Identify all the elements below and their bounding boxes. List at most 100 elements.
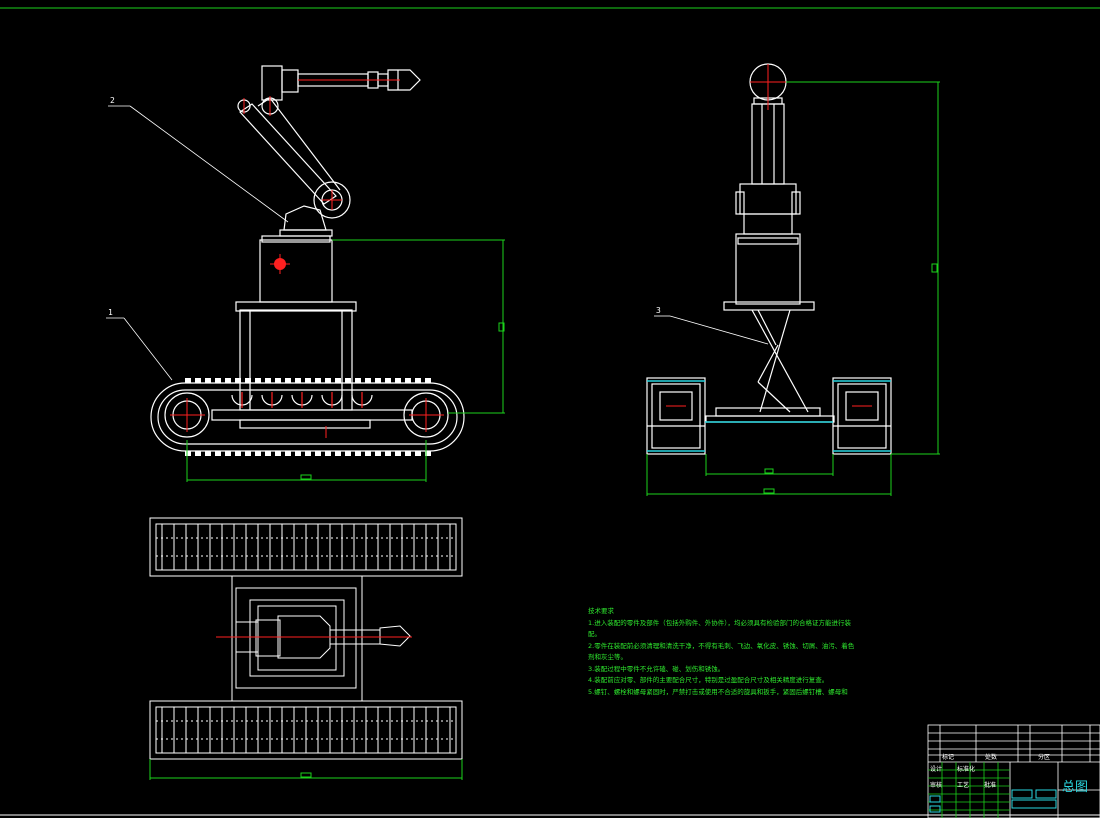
- track-tooth: [225, 451, 231, 456]
- track-tooth: [235, 451, 241, 456]
- top-view: [149, 517, 463, 760]
- track-tooth: [285, 451, 291, 456]
- track-tooth: [345, 451, 351, 456]
- track-tooth: [245, 451, 251, 456]
- track-tooth: [365, 378, 371, 383]
- callout-1: 1: [108, 308, 113, 317]
- track-tooth: [385, 378, 391, 383]
- front-centerlines: [170, 79, 444, 438]
- track-tooth: [275, 451, 281, 456]
- note-line: 技术要求: [588, 607, 614, 615]
- lower-arm: [239, 103, 337, 205]
- callout-3: 3: [656, 306, 661, 315]
- track-tooth: [325, 378, 331, 383]
- track-tooth: [245, 378, 251, 383]
- callout-2: 2: [110, 96, 115, 105]
- track-tooth: [195, 451, 201, 456]
- track-tooth: [335, 451, 341, 456]
- track-tooth: [365, 451, 371, 456]
- track-tooth: [315, 378, 321, 383]
- drawing-title: 总图: [1062, 780, 1089, 795]
- track-tooth: [295, 451, 301, 456]
- technical-notes: 技术要求 1.进入装配的零件及部件（包括外购件、外协件），均必须具有检验部门的合…: [588, 606, 855, 698]
- note-line: 剂和灰尘等。: [588, 653, 627, 661]
- wheel-front: [403, 392, 449, 438]
- tb-cell-process: 工艺: [957, 782, 970, 789]
- track-tooth: [305, 451, 311, 456]
- track-tooth: [205, 378, 211, 383]
- track-tooth: [215, 451, 221, 456]
- gripper: [387, 69, 421, 91]
- upper-arm: [281, 69, 299, 93]
- note-line: 配。: [588, 630, 601, 638]
- track-tooth: [265, 378, 271, 383]
- track-tooth: [285, 378, 291, 383]
- title-block-grid: [928, 762, 1010, 818]
- note-line: 5.螺钉、螺栓和螺母紧固时，严禁打击或使用不合适的旋具和扳手，紧固后螺钉槽、螺母…: [588, 687, 848, 696]
- top-body: [231, 575, 363, 702]
- side-dimensions: [646, 81, 940, 496]
- title-block-accent: [929, 789, 1057, 813]
- track-tooth: [405, 451, 411, 456]
- column-frame: [239, 309, 353, 411]
- track-tooth: [275, 378, 281, 383]
- track-tooth: [395, 451, 401, 456]
- tb-cell-mark: 标记: [942, 754, 955, 761]
- tb-cell-review: 审核: [930, 782, 943, 789]
- track-tooth: [375, 378, 381, 383]
- track-tooth: [315, 451, 321, 456]
- front-leaders: [106, 105, 289, 381]
- track-tooth: [265, 451, 271, 456]
- tb-cell-standard: 标准化: [957, 766, 976, 773]
- note-line: 3.装配过程中零件不允许磕、碰、划伤和锈蚀。: [588, 664, 725, 673]
- track-tooth: [395, 378, 401, 383]
- side-base-cylinder: [735, 233, 801, 305]
- track-tooth: [235, 378, 241, 383]
- top-gripper: [379, 625, 411, 647]
- track-tooth: [355, 378, 361, 383]
- front-dimensions: [186, 239, 505, 482]
- track-tooth: [385, 451, 391, 456]
- side-centerlines: [666, 64, 872, 407]
- wheel-rear: [164, 392, 210, 438]
- top-dimensions: [149, 759, 463, 780]
- track-tooth: [425, 451, 431, 456]
- track-tooth: [335, 378, 341, 383]
- front-view: [150, 65, 465, 456]
- track-tooth: [255, 451, 261, 456]
- track-tooth: [215, 378, 221, 383]
- track-tooth: [255, 378, 261, 383]
- track-side-right: [832, 377, 892, 455]
- side-track-accents: [647, 380, 891, 452]
- track-tooth: [375, 451, 381, 456]
- track-tooth: [425, 378, 431, 383]
- tb-cell-design: 设计: [930, 766, 943, 773]
- track-tooth: [225, 378, 231, 383]
- track-front: [150, 378, 465, 456]
- track-tooth: [295, 378, 301, 383]
- track-tooth: [185, 451, 191, 456]
- track-tooth: [195, 378, 201, 383]
- note-line: 4.装配前应对零、部件的主要配合尺寸，特别是过盈配合尺寸及相关精度进行复查。: [588, 676, 829, 684]
- side-view: [646, 63, 892, 455]
- track-tooth: [325, 451, 331, 456]
- track-tooth: [345, 378, 351, 383]
- track-tooth: [305, 378, 311, 383]
- track-side-left: [646, 377, 706, 455]
- track-tooth: [355, 451, 361, 456]
- base-cylinder: [259, 239, 333, 303]
- title-block: [927, 724, 1100, 818]
- scissor-lift: [751, 309, 809, 413]
- track-tooth: [205, 451, 211, 456]
- side-leaders: [654, 315, 769, 345]
- note-line: 1.进入装配的零件及部件（包括外购件、外协件），均必须具有检验部门的合格证方能进…: [588, 618, 851, 627]
- note-line: 2.零件在装配前必须清理和清洗干净，不得有毛刺、飞边、氧化皮、锈蚀、切屑、油污、…: [588, 641, 855, 650]
- chassis-plate: [211, 409, 413, 421]
- track-tooth: [405, 378, 411, 383]
- track-tooth: [415, 451, 421, 456]
- tb-cell-zone: 分区: [1038, 754, 1051, 761]
- tb-cell-count: 处数: [985, 754, 998, 761]
- track-tooth: [415, 378, 421, 383]
- tb-cell-approve: 批准: [984, 782, 997, 789]
